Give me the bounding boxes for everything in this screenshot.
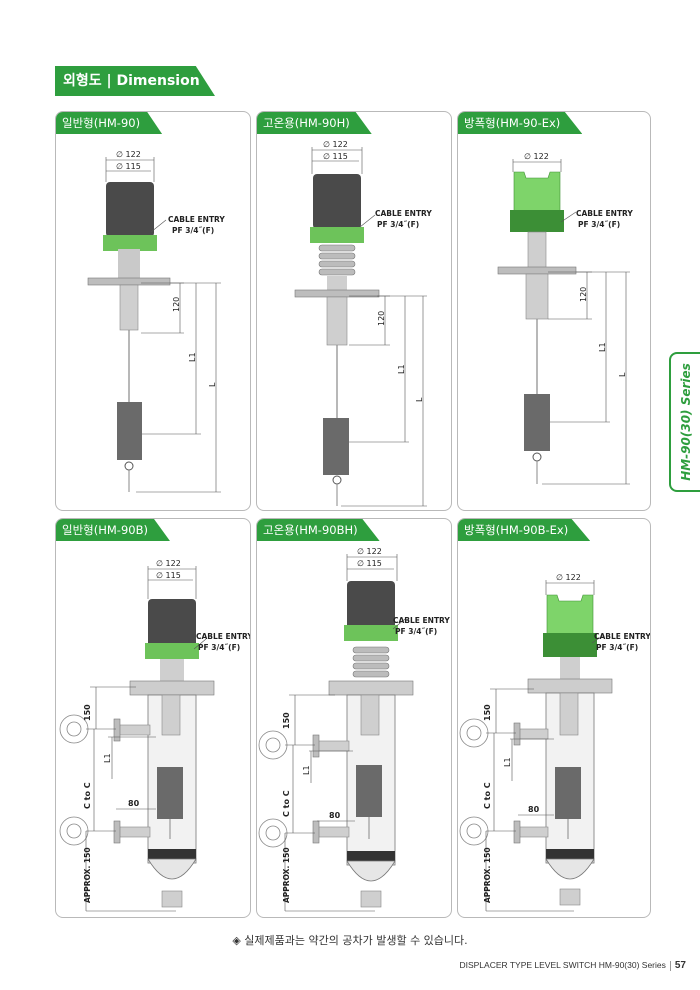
cable-pf: PF 3/4˝(F) <box>172 226 214 235</box>
series-side-tab-label: HM-90(30) Series <box>678 363 693 481</box>
panel-hm-90: 일반형(HM-90) ∅ 122 ∅ 115 CABLE ENTRY PF 3/… <box>55 111 251 511</box>
page-footer: DISPLACER TYPE LEVEL SWITCH HM-90(30) Se… <box>459 960 686 971</box>
cable-entry: CABLE ENTRY <box>576 209 633 218</box>
dim-115: ∅ 115 <box>323 152 348 161</box>
panel-label: 고온용(HM-90H) <box>257 112 372 134</box>
dim-l1: L1 <box>188 352 197 362</box>
dim-150: 150 <box>483 704 492 721</box>
panel-hm-90b: 일반형(HM-90B) <box>55 518 251 918</box>
footer-text: DISPLACER TYPE LEVEL SWITCH HM-90(30) Se… <box>459 960 666 970</box>
diagram-hm-90b-ex: ∅ 122 CABLE ENTRY PF 3/4˝(F) 150 L1 C to… <box>459 573 651 912</box>
dim-150: 150 <box>282 712 291 729</box>
dim-l1: L1 <box>397 364 406 374</box>
cable-pf: PF 3/4˝(F) <box>377 220 419 229</box>
dim-l: L <box>415 397 424 402</box>
diagram-hm-90b: ∅ 122 ∅ 115 CABLE ENTRY PF 3/4˝(F) 150 L… <box>59 559 251 912</box>
dim-150: 150 <box>83 704 92 721</box>
dim-l: L <box>618 372 627 377</box>
dim-approx-150: APPROX. 150 <box>483 847 492 903</box>
panel-label: 방폭형(HM-90-Ex) <box>458 112 583 134</box>
dim-122: ∅ 122 <box>116 150 141 159</box>
cable-entry: CABLE ENTRY <box>594 632 651 641</box>
panel-hm-90bh: 고온용(HM-90BH) <box>256 518 452 918</box>
panel-label: 일반형(HM-90) <box>56 112 163 134</box>
panel-label: 고온용(HM-90BH) <box>257 519 380 541</box>
cable-pf: PF 3/4˝(F) <box>198 643 240 652</box>
dim-115: ∅ 115 <box>156 571 181 580</box>
diagram-hm-90: ∅ 122 ∅ 115 CABLE ENTRY PF 3/4˝(F) 120 L… <box>87 150 225 493</box>
cable-pf: PF 3/4˝(F) <box>596 643 638 652</box>
dim-l1: L1 <box>503 757 512 767</box>
page-number: 57 <box>674 960 686 971</box>
cable-entry: CABLE ENTRY <box>196 632 251 641</box>
panel-label: 일반형(HM-90B) <box>56 519 170 541</box>
diagram-hm-90h: ∅ 122 ∅ 115 CABLE ENTRY PF 3/4˝(F) 120 L… <box>294 140 432 507</box>
footer-divider <box>669 960 671 971</box>
dim-l1: L1 <box>103 753 112 763</box>
dim-120: 120 <box>377 311 386 326</box>
panel-hm-90-ex: 방폭형(HM-90-Ex) ∅ 122 CABLE ENTRY PF 3/4˝(… <box>457 111 651 511</box>
dim-120: 120 <box>172 297 181 312</box>
dim-approx-150: APPROX. 150 <box>83 847 92 903</box>
dim-80: 80 <box>329 811 341 820</box>
series-side-tab: HM-90(30) Series <box>669 352 700 492</box>
dim-122: ∅ 122 <box>524 152 549 161</box>
cable-entry: CABLE ENTRY <box>393 616 450 625</box>
dim-c-to-c: C to C <box>483 782 492 809</box>
dim-122: ∅ 122 <box>323 140 348 149</box>
cable-entry: CABLE ENTRY <box>375 209 432 218</box>
section-title: 외형도 | Dimension <box>55 66 215 96</box>
diagram-hm-90-ex: ∅ 122 CABLE ENTRY PF 3/4˝(F) 120 L1 L <box>497 152 633 485</box>
dim-122: ∅ 122 <box>357 547 382 556</box>
cable-pf: PF 3/4˝(F) <box>578 220 620 229</box>
dim-80: 80 <box>128 799 140 808</box>
dim-l1: L1 <box>302 765 311 775</box>
dim-80: 80 <box>528 805 540 814</box>
panel-hm-90h: 고온용(HM-90H) ∅ 122 ∅ 115 CABLE ENTRY <box>256 111 452 511</box>
cable-pf: PF 3/4˝(F) <box>395 627 437 636</box>
dim-115: ∅ 115 <box>357 559 382 568</box>
cable-entry: CABLE ENTRY <box>168 215 225 224</box>
diagram-hm-90bh: ∅ 122 ∅ 115 CABLE ENTRY PF 3/4˝(F) 150 L… <box>258 547 450 912</box>
dim-approx-150: APPROX. 150 <box>282 847 291 903</box>
tolerance-note: ◈ 실제제품과는 약간의 공차가 발생할 수 있습니다. <box>232 934 468 947</box>
panel-hm-90b-ex: 방폭형(HM-90B-Ex) <box>457 518 651 918</box>
dim-122: ∅ 122 <box>556 573 581 582</box>
panel-label: 방폭형(HM-90B-Ex) <box>458 519 591 541</box>
dim-l1: L1 <box>598 342 607 352</box>
dim-122: ∅ 122 <box>156 559 181 568</box>
dim-120: 120 <box>579 287 588 302</box>
dim-c-to-c: C to C <box>83 782 92 809</box>
dim-115: ∅ 115 <box>116 162 141 171</box>
dim-c-to-c: C to C <box>282 790 291 817</box>
dim-l: L <box>208 382 217 387</box>
